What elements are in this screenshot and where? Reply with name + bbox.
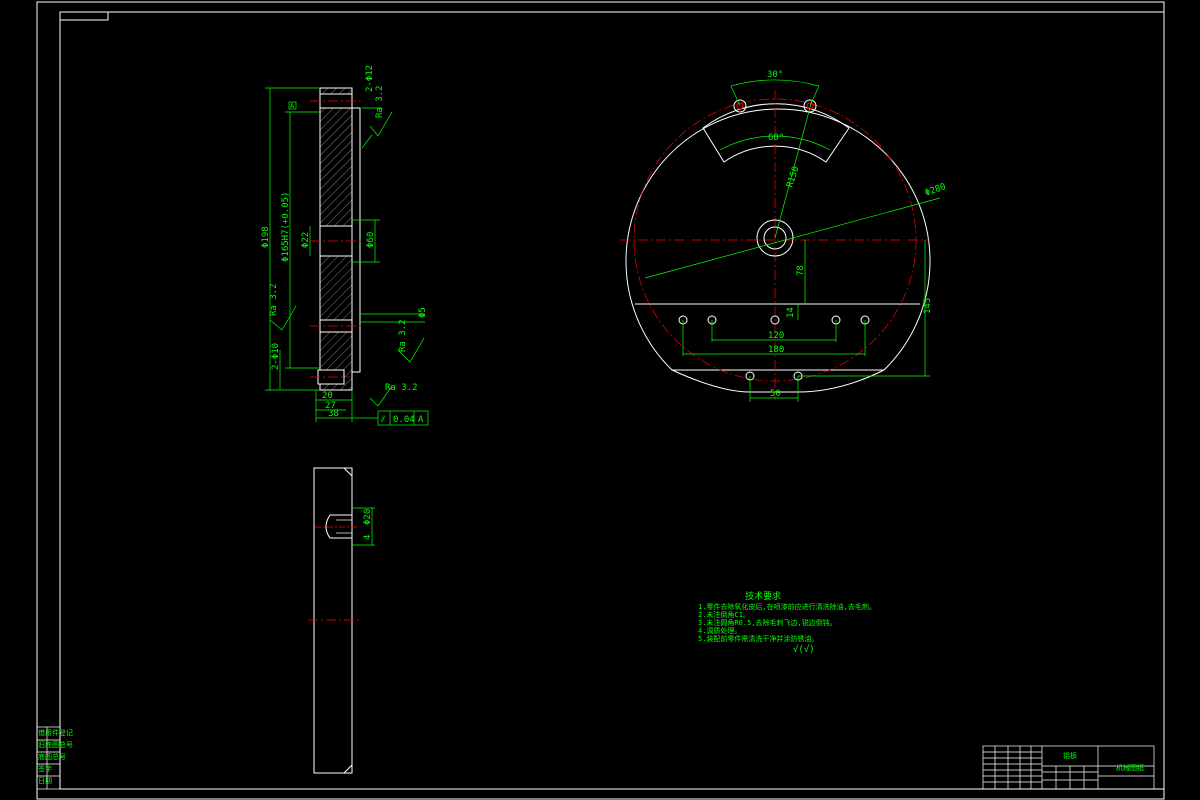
side-strip-label: 借用件登记 — [38, 728, 73, 737]
dim-depth-right: Φ5 — [418, 307, 428, 318]
dim-hub: Φ22 — [301, 232, 311, 248]
notes-line: 3.未注圆角R0.5,去除毛刺飞边,锐边倒钝。 — [698, 618, 837, 627]
notes-line: 4.调质处理。 — [698, 626, 741, 635]
dim-hole-bottom: 2-Φ10 — [271, 343, 281, 370]
dim-rough-top: Ra 3.2 — [375, 85, 385, 118]
dim-rough-right: Ra 3.2 — [398, 319, 408, 352]
dim-width-small: 20 — [322, 391, 333, 401]
dim-span-outer: 180 — [768, 345, 784, 355]
dim-counterbore: Φ20 — [363, 509, 373, 525]
dim-bore-h7: Φ165H7(+0.05) — [281, 192, 291, 262]
dim-radius-inner: R150 — [785, 165, 801, 189]
dim-rough-bottom: Ra 3.2 — [385, 383, 418, 393]
center-bore — [763, 226, 787, 250]
tolerance-frame: ⫽ 0.04 A — [352, 410, 429, 426]
drawing-code: 机械图纸 — [1116, 763, 1144, 772]
roughness-symbol: √(√) — [793, 644, 815, 655]
dim-overall-diameter: Φ198 — [261, 226, 271, 248]
side-strip-label: 签字 — [38, 764, 52, 773]
dim-angle-inner: 60° — [768, 133, 784, 143]
side-strip-label: 日期 — [38, 777, 52, 785]
notes-line: 5.装配前零件需清洗干净并涂防锈油。 — [698, 634, 818, 643]
notes-line: 1.零件去除氧化皮后,在喷漆前应进行清洗除油,去毛刺。 — [698, 602, 876, 611]
dim-small-gap: 14 — [786, 307, 796, 318]
title-block — [982, 745, 1155, 790]
lower-view: Φ20 4 — [308, 467, 375, 774]
technical-notes: 技术要求 1.零件去除氧化皮后,在喷漆前应进行清洗除油,去毛刺。 2.未注倒角C… — [698, 590, 876, 655]
front-view: 30° 60° R150 Φ280 78 145 14 120 180 50 — [620, 70, 947, 402]
dim-depth: 4 — [363, 535, 373, 540]
dim-angle-outer: 30° — [767, 70, 783, 80]
tolerance-symbol: ⫽ — [380, 415, 385, 425]
dim-width-mid: 27 — [325, 401, 336, 411]
top-holes — [733, 99, 817, 113]
side-section-view: A Φ198 Φ165H7(+0.05) Φ22 Φ60 2-Φ12 2-Φ10… — [261, 65, 429, 426]
side-strip-label: 旧底图总号 — [38, 740, 73, 749]
dim-rough-left: Ra 3.2 — [269, 283, 279, 316]
datum-label: A — [290, 102, 295, 110]
datum-box — [288, 101, 297, 110]
part-name: 铝板 — [1063, 751, 1077, 760]
side-strip — [36, 726, 61, 790]
dim-outer-dia: Φ280 — [924, 182, 948, 199]
notes-title: 技术要求 — [745, 590, 781, 602]
dim-hub-outer: Φ60 — [366, 232, 376, 248]
outer-circle — [625, 108, 931, 371]
dim-height-right: 145 — [923, 298, 933, 314]
dim-bottom-pair: 50 — [770, 389, 781, 399]
tolerance-value: 0.04 — [393, 415, 415, 425]
notes-line: 2.未注倒角C1。 — [698, 610, 750, 619]
dim-span-inner: 120 — [768, 331, 784, 341]
dim-hole-top: 2-Φ12 — [365, 65, 375, 92]
dim-width-total: 38 — [328, 409, 339, 419]
sheet-frame — [36, 1, 1165, 800]
hub-step — [351, 107, 361, 373]
tolerance-datum: A — [418, 415, 424, 425]
side-strip-label: 底图总号 — [38, 752, 66, 761]
dim-offset-vert: 78 — [796, 265, 806, 276]
side-strip-labels: 借用件登记 旧底图总号 底图总号 签字 日期 — [38, 728, 73, 785]
